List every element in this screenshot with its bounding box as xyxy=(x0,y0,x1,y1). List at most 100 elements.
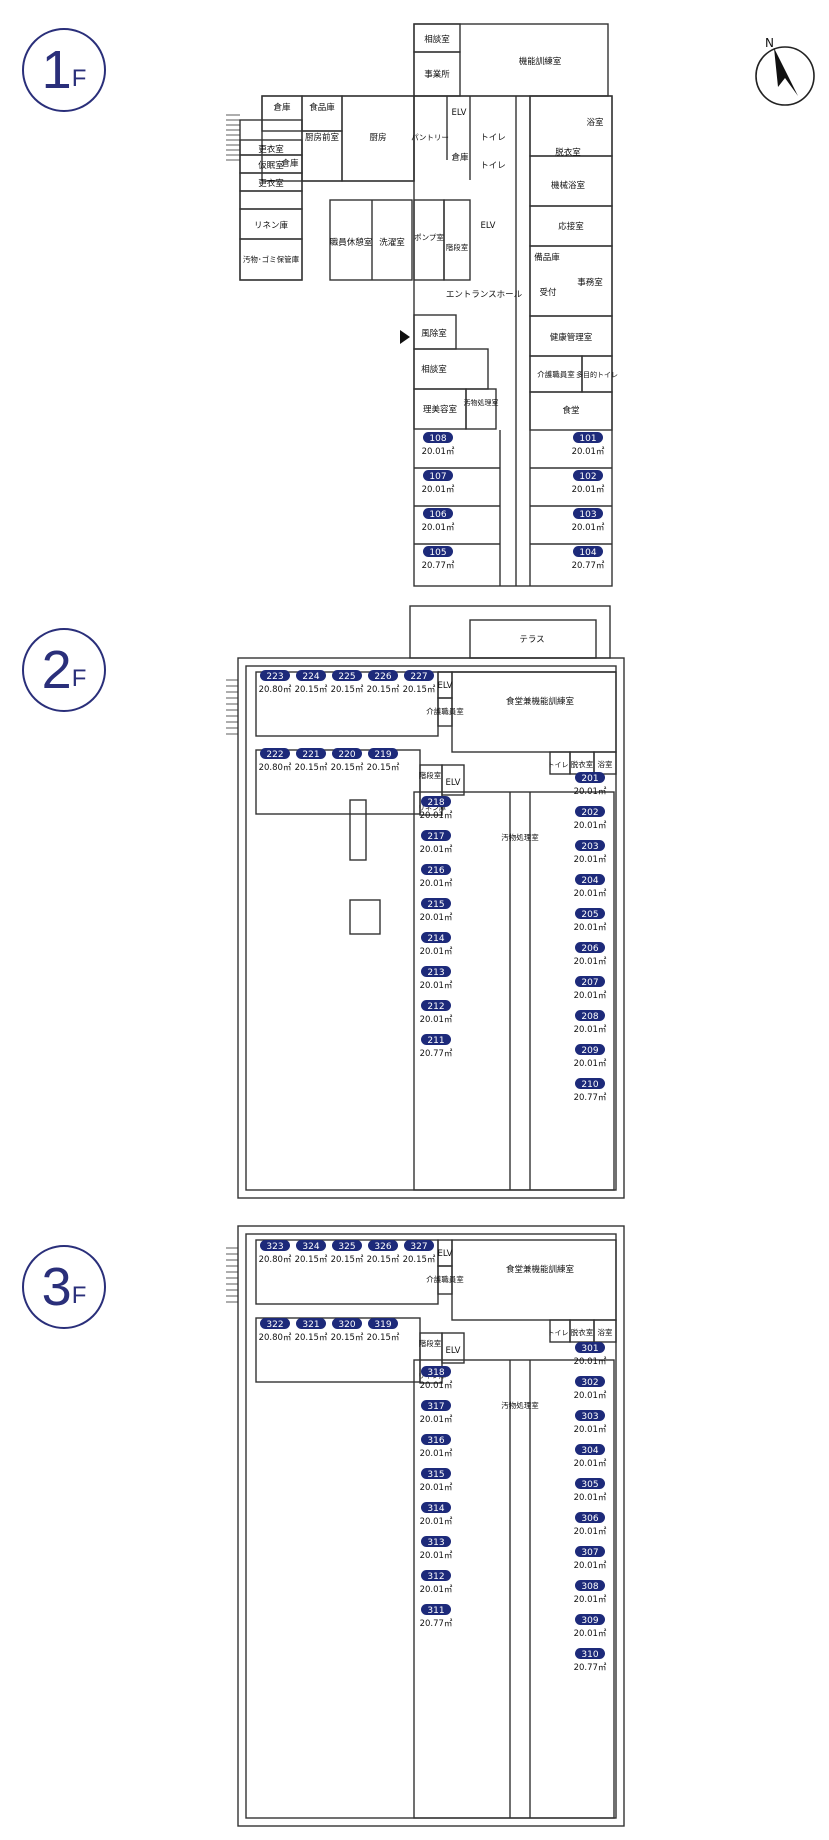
svg-text:健康管理室: 健康管理室 xyxy=(550,332,593,343)
svg-text:トイレ: トイレ xyxy=(548,1329,569,1337)
unit-badge xyxy=(332,1240,362,1251)
unit-badge xyxy=(260,1318,290,1329)
svg-text:階段室: 階段室 xyxy=(446,242,469,252)
unit-area: 20.01㎡ xyxy=(574,787,607,797)
unit-number: 319 xyxy=(374,1320,391,1330)
unit-number: 326 xyxy=(374,1242,391,1252)
svg-text:汚物処理室: 汚物処理室 xyxy=(501,1400,539,1410)
unit-area: 20.01㎡ xyxy=(420,1449,453,1459)
unit-number: 223 xyxy=(266,672,283,682)
unit-number: 202 xyxy=(581,808,598,818)
svg-text:ELV: ELV xyxy=(452,108,467,118)
unit-number: 209 xyxy=(581,1046,598,1056)
floor-plan-3f: ELV 食堂兼機能訓練室 介護職員室 脱衣室 浴室 トイレ 階段室 ELV リネ… xyxy=(226,1225,625,1827)
unit-area: 20.80㎡ xyxy=(259,1333,292,1343)
unit-number: 217 xyxy=(427,832,444,842)
svg-text:トイレ: トイレ xyxy=(480,133,506,143)
unit-area: 20.01㎡ xyxy=(574,855,607,865)
unit-number: 311 xyxy=(427,1606,444,1616)
unit-number: 218 xyxy=(427,798,444,808)
unit-badge xyxy=(575,1512,605,1523)
unit-badge xyxy=(296,670,326,681)
unit-area: 20.01㎡ xyxy=(420,1585,453,1595)
unit-number: 220 xyxy=(338,750,355,760)
unit-area: 20.15㎡ xyxy=(295,1255,328,1265)
unit-badge xyxy=(296,1318,326,1329)
unit-area: 20.01㎡ xyxy=(574,1595,607,1605)
unit-number: 210 xyxy=(581,1080,598,1090)
svg-text:職員休憩室: 職員休憩室 xyxy=(330,237,373,248)
unit-badge xyxy=(575,1044,605,1055)
unit-number: 107 xyxy=(429,472,446,482)
svg-text:更衣室: 更衣室 xyxy=(258,178,284,189)
unit-area: 20.01㎡ xyxy=(574,1561,607,1571)
unit-number: 102 xyxy=(579,472,596,482)
unit-number: 227 xyxy=(410,672,427,682)
unit-number: 207 xyxy=(581,978,598,988)
unit-area: 20.01㎡ xyxy=(420,811,453,821)
unit-number: 322 xyxy=(266,1320,283,1330)
unit-badge xyxy=(573,546,603,557)
unit-badge xyxy=(575,772,605,783)
unit-area: 20.77㎡ xyxy=(572,561,605,571)
unit-number: 201 xyxy=(581,774,598,784)
unit-number: 308 xyxy=(581,1582,598,1592)
unit-area: 20.01㎡ xyxy=(420,1483,453,1493)
unit-badge xyxy=(575,908,605,919)
floor-plan-1f: 相談室 機能訓練室 事業所 倉庫 食品庫 厨房前室 厨房 ELV パントリー 倉… xyxy=(226,23,618,587)
unit-badge xyxy=(421,1570,451,1581)
unit-badge xyxy=(421,1434,451,1445)
unit-number: 219 xyxy=(374,750,391,760)
unit-badge xyxy=(368,670,398,681)
unit-badge xyxy=(573,470,603,481)
unit-badge xyxy=(332,748,362,759)
unit-number: 226 xyxy=(374,672,391,682)
unit-area: 20.01㎡ xyxy=(420,1015,453,1025)
unit-area: 20.15㎡ xyxy=(331,685,364,695)
unit-number: 317 xyxy=(427,1402,444,1412)
unit-number: 203 xyxy=(581,842,598,852)
unit-badge xyxy=(421,898,451,909)
svg-text:倉庫: 倉庫 xyxy=(281,158,299,169)
svg-text:仮眠室: 仮眠室 xyxy=(258,160,284,171)
unit-badge xyxy=(575,1546,605,1557)
room-shokudo-2f: 食堂兼機能訓練室 xyxy=(506,696,575,707)
unit-badge xyxy=(423,432,453,443)
unit-badge xyxy=(575,1410,605,1421)
unit-area: 20.01㎡ xyxy=(420,981,453,991)
unit-number: 215 xyxy=(427,900,444,910)
svg-text:介護職員室: 介護職員室 xyxy=(426,706,464,716)
unit-number: 321 xyxy=(302,1320,319,1330)
unit-number: 104 xyxy=(579,548,596,558)
unit-number: 211 xyxy=(427,1036,444,1046)
svg-text:備品庫: 備品庫 xyxy=(534,252,560,263)
unit-badge xyxy=(368,748,398,759)
unit-number: 101 xyxy=(579,434,596,444)
svg-text:更衣室: 更衣室 xyxy=(258,144,284,155)
unit-badge xyxy=(423,508,453,519)
unit-number: 225 xyxy=(338,672,355,682)
unit-number: 105 xyxy=(429,548,446,558)
unit-number: 306 xyxy=(581,1514,598,1524)
unit-badge xyxy=(260,1240,290,1251)
svg-text:ELV: ELV xyxy=(481,221,496,231)
svg-text:ELV: ELV xyxy=(446,1346,461,1356)
room-entrance: エントランスホール xyxy=(446,290,523,300)
unit-badge xyxy=(296,1240,326,1251)
svg-text:理美容室: 理美容室 xyxy=(423,404,458,415)
unit-area: 20.80㎡ xyxy=(259,685,292,695)
svg-text:トイレ: トイレ xyxy=(480,161,506,171)
unit-area: 20.01㎡ xyxy=(574,889,607,899)
unit-number: 103 xyxy=(579,510,596,520)
unit-badge xyxy=(575,1342,605,1353)
unit-number: 318 xyxy=(427,1368,444,1378)
unit-area: 20.01㎡ xyxy=(574,1425,607,1435)
unit-area: 20.15㎡ xyxy=(331,763,364,773)
unit-badge xyxy=(575,1580,605,1591)
unit-badge xyxy=(421,1400,451,1411)
unit-badge xyxy=(575,976,605,987)
unit-area: 20.15㎡ xyxy=(331,1333,364,1343)
unit-area: 20.01㎡ xyxy=(574,1025,607,1035)
unit-number: 312 xyxy=(427,1572,444,1582)
svg-text:階段室: 階段室 xyxy=(419,770,442,780)
